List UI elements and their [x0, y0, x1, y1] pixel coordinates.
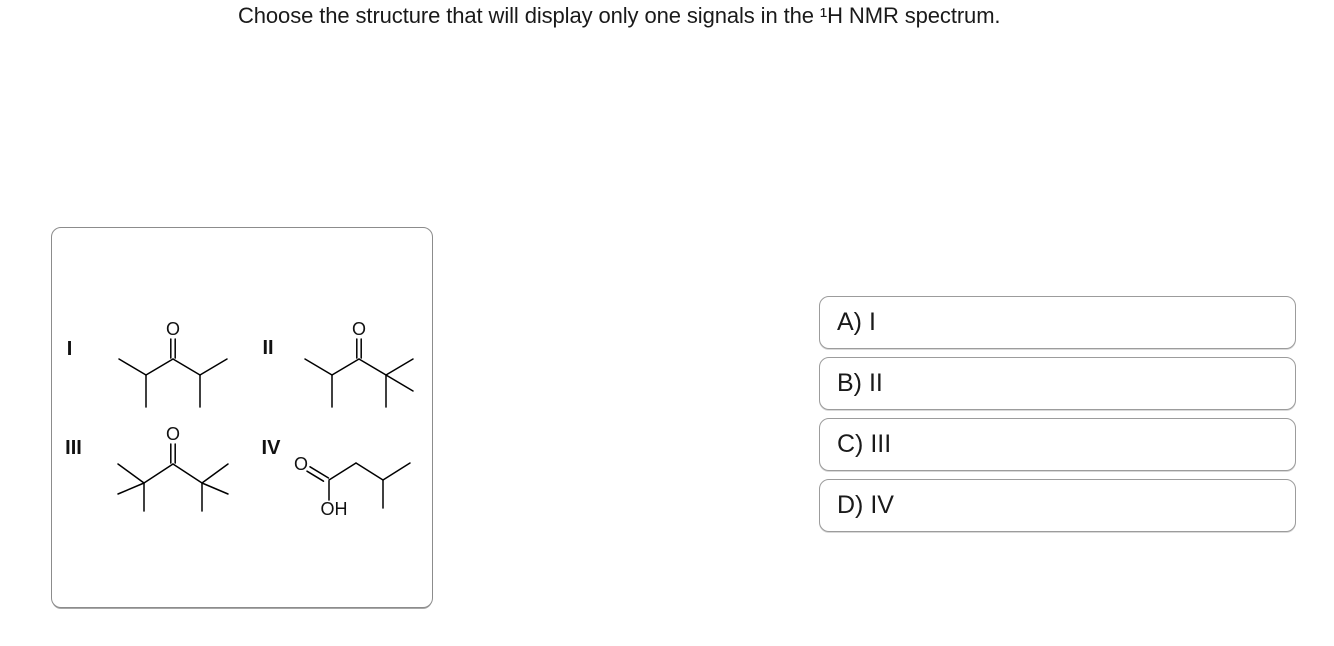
answer-option-a-label: A) I [837, 308, 876, 336]
structure-iii-label: III [65, 437, 82, 459]
structures-panel: I O II O [51, 227, 433, 608]
answer-option-d-label: D) IV [837, 491, 894, 519]
structure-iv-oxygen-label: O [294, 454, 308, 474]
structure-ii-label: II [262, 337, 273, 359]
structure-i: I O [67, 319, 228, 408]
answer-option-d[interactable]: D) IV [819, 479, 1296, 532]
structures-drawing: I O II O [65, 319, 414, 519]
answer-options: A) I B) II C) III D) IV [819, 296, 1296, 540]
answer-option-a[interactable]: A) I [819, 296, 1296, 349]
answer-option-b-label: B) II [837, 369, 883, 397]
structure-iv: IV O OH [262, 437, 411, 519]
structure-ii-oxygen-label: O [352, 319, 366, 339]
answer-option-b[interactable]: B) II [819, 357, 1296, 410]
answer-option-c[interactable]: C) III [819, 418, 1296, 471]
structure-i-oxygen-label: O [166, 319, 180, 339]
structure-iii: III O [65, 424, 229, 512]
question-title: Choose the structure that will display o… [238, 3, 1001, 28]
structure-iv-label: IV [262, 437, 282, 459]
structure-iii-oxygen-label: O [166, 424, 180, 444]
answer-option-c-label: C) III [837, 430, 892, 458]
structure-iv-hydroxyl-label: OH [321, 499, 348, 519]
structure-ii: II O [262, 319, 414, 408]
structure-i-label: I [67, 338, 73, 360]
